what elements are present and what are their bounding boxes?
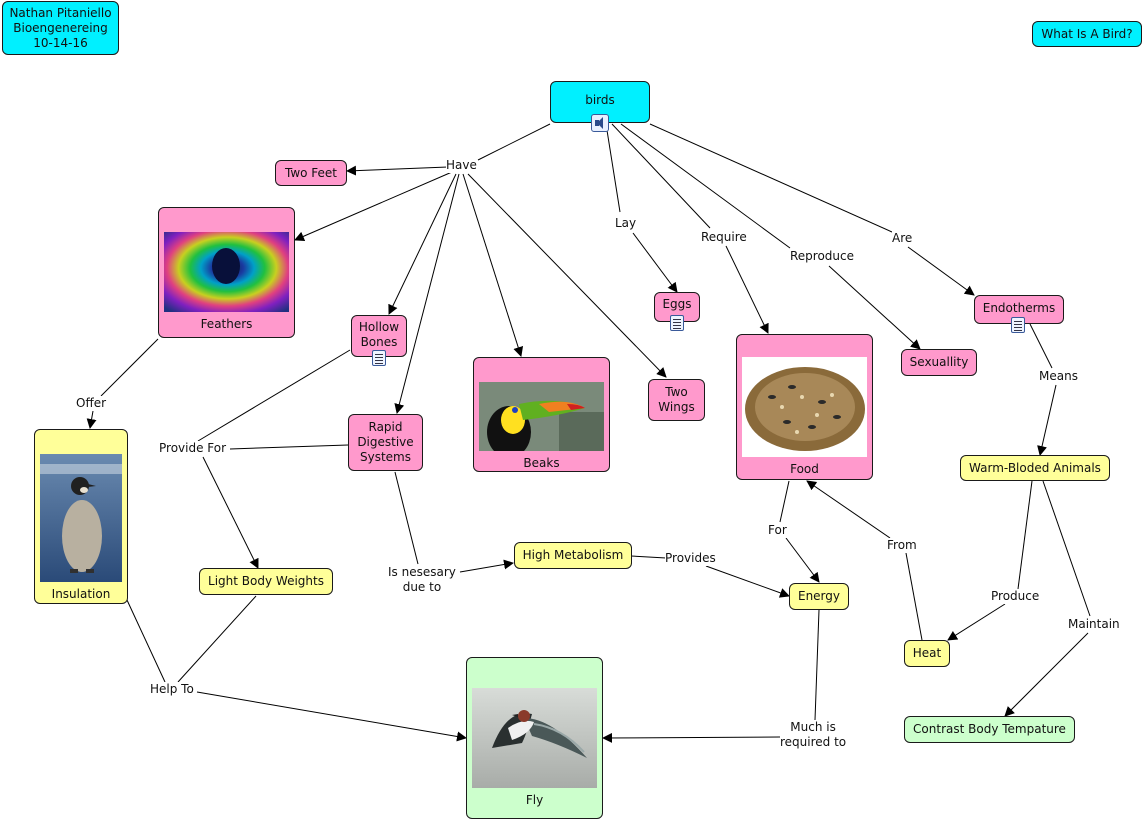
endotherms-label: Endotherms <box>982 301 1056 315</box>
insulation-node[interactable]: Insulation <box>34 429 128 604</box>
author-info-node[interactable]: Nathan Pitaniello Bioengenereing 10-14-1… <box>2 1 119 55</box>
contrast-body-temp-node[interactable]: Contrast Body Tempature <box>904 716 1075 743</box>
author-date: 10-14-16 <box>33 35 88 50</box>
link-maintain[interactable]: Maintain <box>1068 617 1120 632</box>
bird-seed-image <box>742 357 867 457</box>
sexuality-label: Sexuallity <box>909 355 969 369</box>
contrast-label: Contrast Body Tempature <box>913 722 1066 736</box>
hollow-bones-label-2: Bones <box>360 335 398 349</box>
toucan-image <box>479 382 604 451</box>
feathers-label: Feathers <box>200 317 253 331</box>
document-icon[interactable] <box>1011 317 1025 333</box>
document-icon[interactable] <box>372 350 386 366</box>
link-are[interactable]: Are <box>892 231 913 246</box>
link-much-required-1: Much is <box>790 720 836 734</box>
sound-icon[interactable] <box>591 114 609 132</box>
food-node[interactable]: Food <box>736 334 873 480</box>
two-feet-label: Two Feet <box>284 165 338 180</box>
link-have[interactable]: Have <box>446 158 477 173</box>
link-much-required[interactable]: Much is required to <box>780 720 847 750</box>
link-is-necessary[interactable]: Is nesesary due to <box>388 565 456 595</box>
question-node[interactable]: What Is A Bird? <box>1032 21 1142 47</box>
light-body-weights-node[interactable]: Light Body Weights <box>199 568 333 595</box>
eggs-label: Eggs <box>662 297 692 311</box>
hollow-bones-label-1: Hollow <box>358 320 400 334</box>
link-is-necessary-1: Is nesesary <box>388 565 456 579</box>
sexuality-node[interactable]: Sexuallity <box>901 349 977 376</box>
feathers-node[interactable]: Feathers <box>158 207 295 338</box>
link-offer[interactable]: Offer <box>76 396 107 411</box>
rapid-label-3: Systems <box>360 450 411 464</box>
hollow-bones-node[interactable]: Hollow Bones <box>351 315 407 357</box>
fly-node[interactable]: Fly <box>466 657 603 819</box>
beaks-label: Beaks <box>523 456 560 470</box>
high-metabolism-label: High Metabolism <box>522 548 624 562</box>
link-from[interactable]: From <box>887 538 917 553</box>
beaks-node[interactable]: Beaks <box>473 357 610 472</box>
warm-blooded-node[interactable]: Warm-Bloded Animals <box>960 455 1110 481</box>
link-much-required-2: required to <box>780 735 847 749</box>
heat-label: Heat <box>912 646 942 660</box>
two-feet-node[interactable]: Two Feet <box>275 160 347 186</box>
high-metabolism-node[interactable]: High Metabolism <box>514 542 632 569</box>
link-require[interactable]: Require <box>701 230 747 245</box>
link-produce[interactable]: Produce <box>991 589 1040 604</box>
insulation-label: Insulation <box>51 587 111 601</box>
two-wings-label-1: Two <box>665 385 688 399</box>
energy-node[interactable]: Energy <box>789 583 849 610</box>
link-provide-for[interactable]: Provide For <box>159 441 227 456</box>
link-help-to[interactable]: Help To <box>150 682 194 697</box>
two-wings-node[interactable]: Two Wings <box>648 379 705 421</box>
birds-label: birds <box>585 93 615 107</box>
link-for[interactable]: For <box>768 523 787 538</box>
author-name: Nathan Pitaniello <box>9 5 112 20</box>
flying-bird-image <box>472 688 597 788</box>
food-label: Food <box>790 462 819 476</box>
light-body-label: Light Body Weights <box>208 574 324 588</box>
peacock-feather-image <box>164 232 289 312</box>
heat-node[interactable]: Heat <box>904 640 950 667</box>
document-icon[interactable] <box>670 315 684 331</box>
rapid-label-2: Digestive <box>357 435 414 449</box>
rapid-digestive-node[interactable]: Rapid Digestive Systems <box>348 414 423 471</box>
two-wings-label-2: Wings <box>658 400 695 414</box>
link-lay[interactable]: Lay <box>615 216 637 231</box>
warm-blooded-label: Warm-Bloded Animals <box>969 460 1101 475</box>
question-label: What Is A Bird? <box>1041 26 1133 41</box>
author-subject: Bioengenereing <box>13 20 108 35</box>
rapid-label-1: Rapid <box>368 420 403 434</box>
link-means[interactable]: Means <box>1039 369 1078 384</box>
energy-label: Energy <box>797 589 840 603</box>
link-is-necessary-2: due to <box>402 580 442 594</box>
fly-label: Fly <box>525 793 544 807</box>
penguin-image <box>40 454 122 582</box>
link-reproduce[interactable]: Reproduce <box>790 249 855 264</box>
link-provides[interactable]: Provides <box>665 551 716 566</box>
